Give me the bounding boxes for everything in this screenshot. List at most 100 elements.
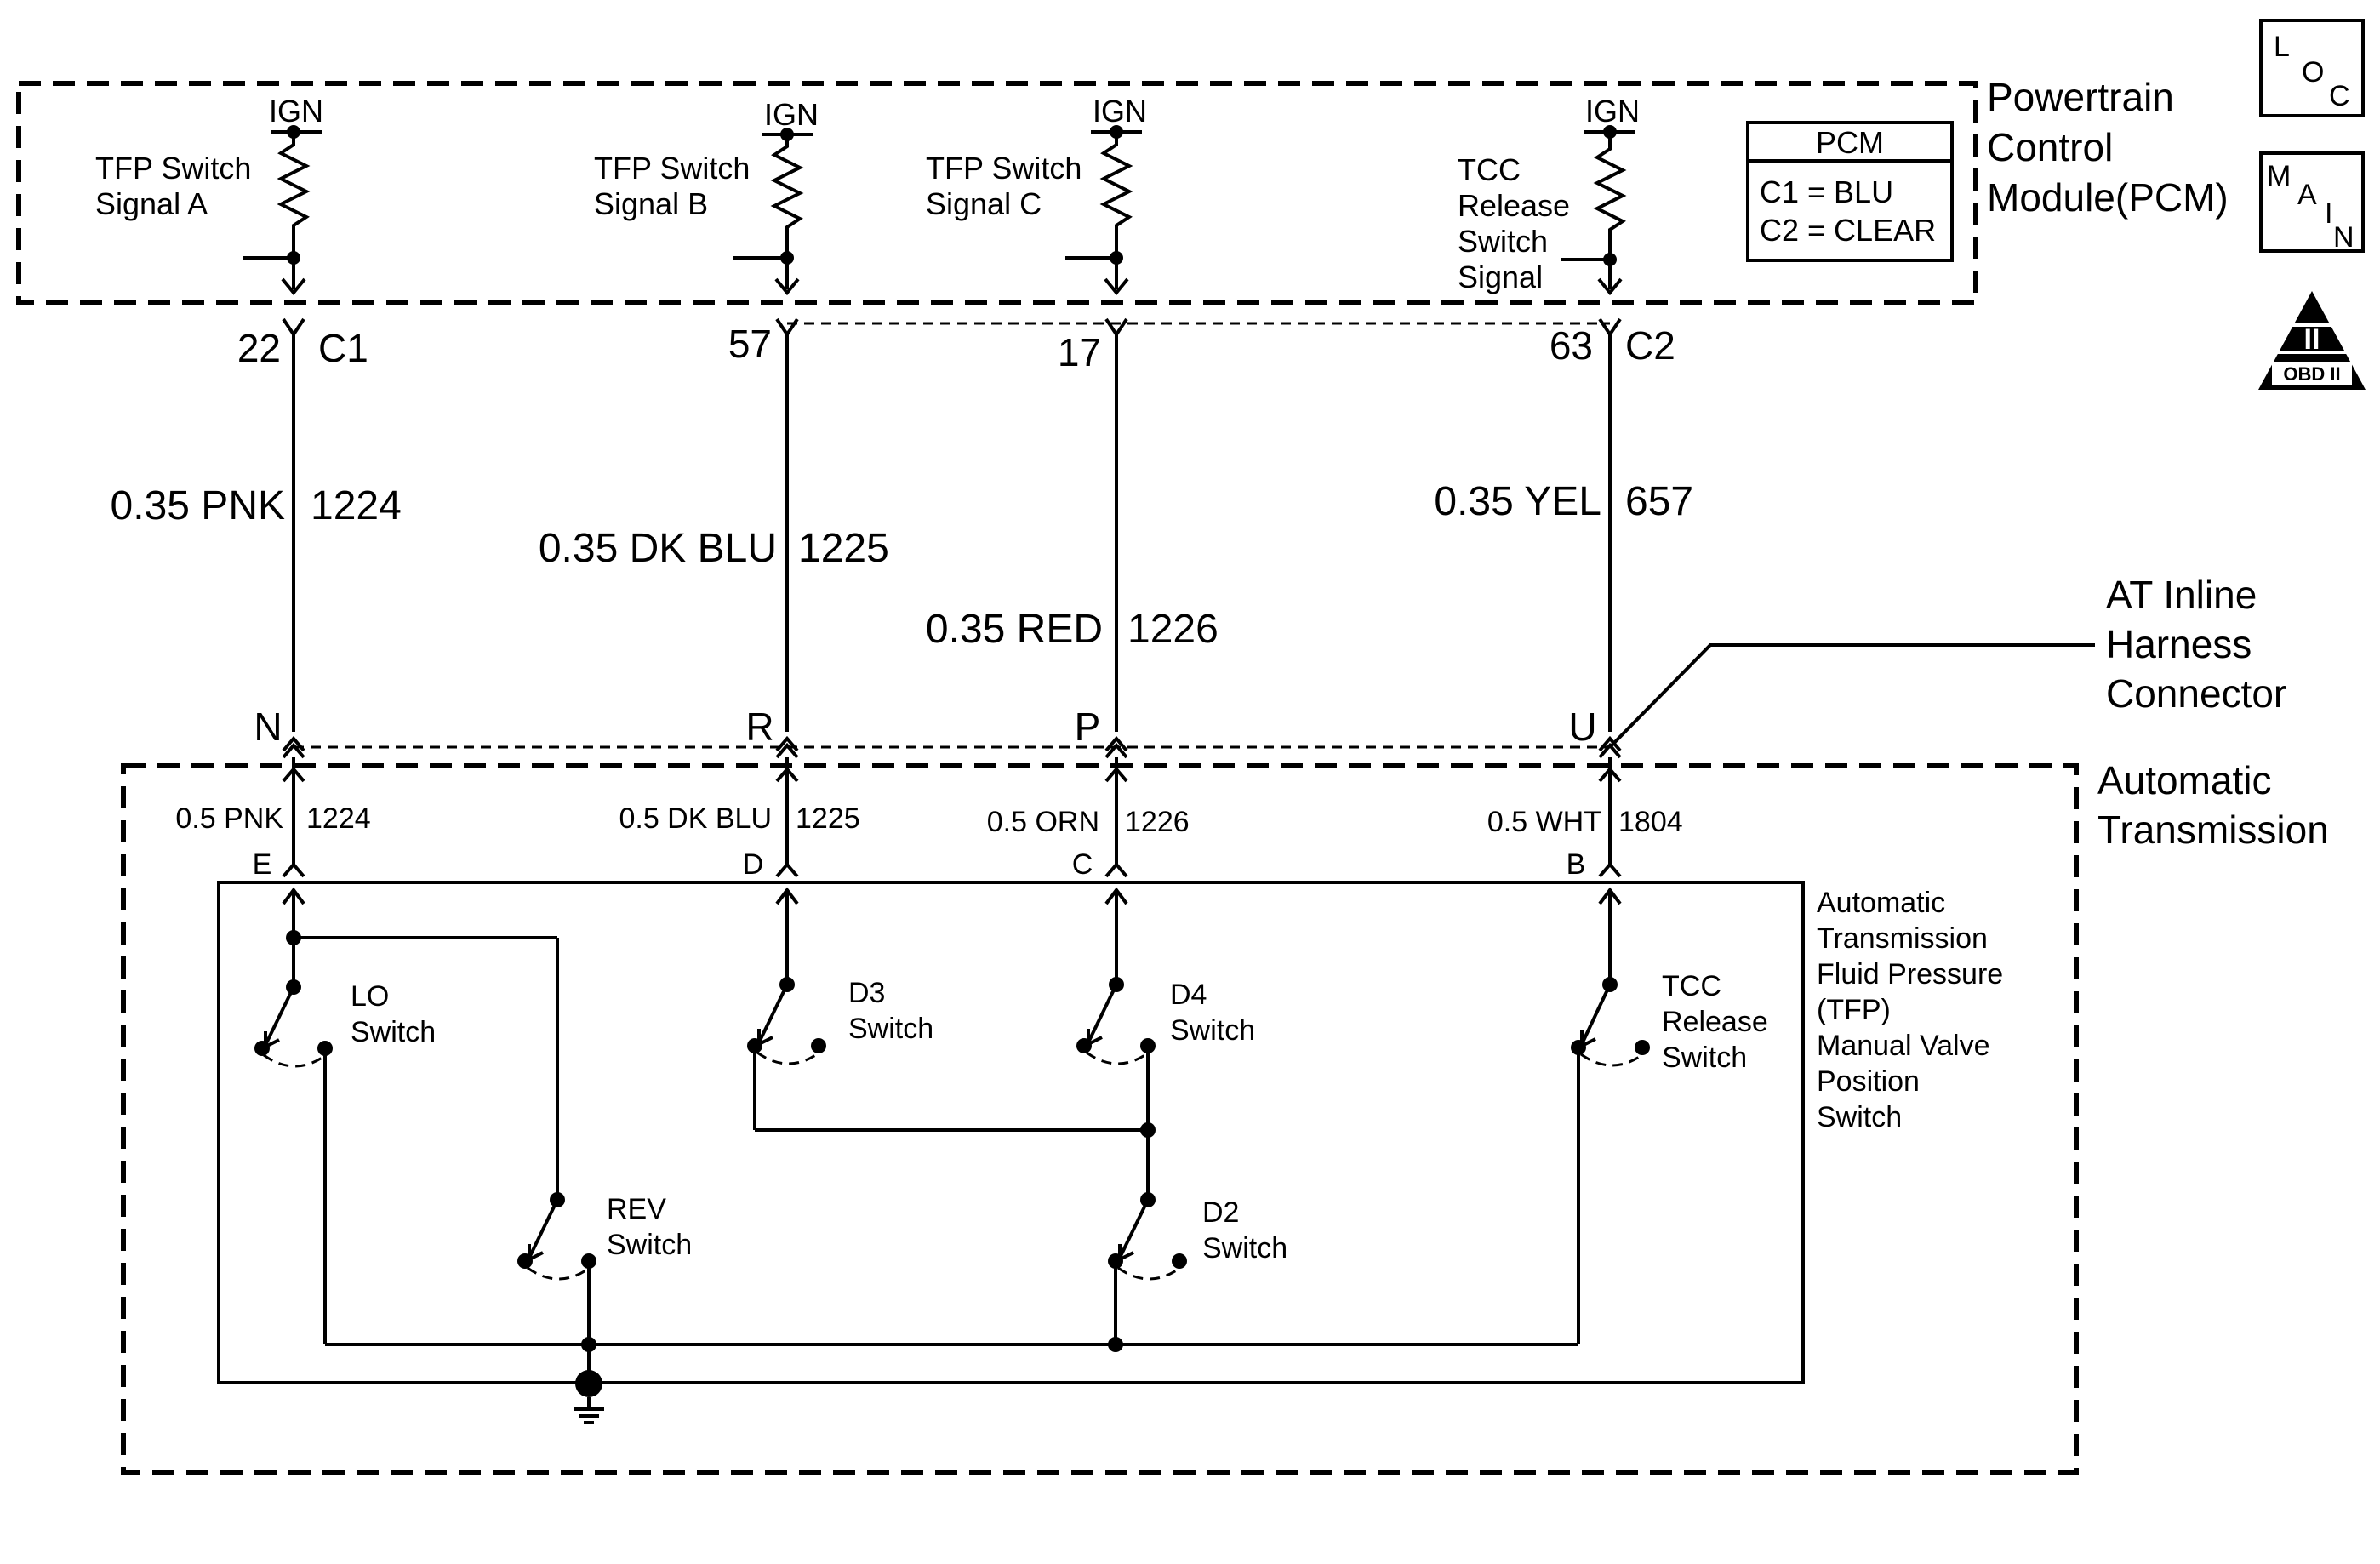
pcm-pin-17: 17 <box>1058 317 1128 732</box>
svg-text:17: 17 <box>1058 330 1101 374</box>
obd-ii-icon: II OBD II <box>2258 291 2366 390</box>
svg-text:E: E <box>253 848 272 881</box>
resistor-c <box>1099 132 1133 258</box>
pcm-pin-22: 22 C1 <box>237 317 368 732</box>
svg-text:I: I <box>2325 197 2332 230</box>
pcm-circuit-tcc: IGN TCC Release Switch Signal <box>1458 94 1640 296</box>
svg-text:C1: C1 <box>318 326 368 370</box>
svg-text:C2: C2 <box>1625 323 1675 368</box>
signal-c-line-2: Signal C <box>926 186 1042 221</box>
wire-upper-3-circuit: 1226 <box>1127 607 1219 652</box>
lower-wires <box>282 757 1622 866</box>
pcm-title-line-3: Module(PCM) <box>1987 175 2229 220</box>
resistor-b <box>770 134 804 258</box>
d3-switch-line-1: D3 <box>848 977 885 1009</box>
main-icon: M A I N <box>2259 151 2365 254</box>
rev-switch-line-2: Switch <box>607 1229 692 1261</box>
signal-a-line-1: TFP Switch <box>95 151 251 186</box>
wire-lower-3-color: 0.5 ORN <box>987 806 1099 838</box>
wire-lower-2-circuit: 1225 <box>796 802 860 835</box>
tfp-assembly-line-3: Fluid Pressure <box>1817 958 2003 990</box>
svg-text:N: N <box>254 705 282 749</box>
svg-text:A: A <box>2297 179 2317 211</box>
inline-connector-line-2: Harness <box>2106 622 2252 666</box>
d3-switch: D3 Switch <box>747 977 933 1065</box>
ign-label-tcc: IGN <box>1585 94 1640 128</box>
rev-switch: REV Switch <box>517 938 692 1281</box>
pcm-circuit-c: IGN TFP Switch Signal C <box>926 94 1147 296</box>
tcc-release-switch: TCC Release Switch <box>1571 970 1768 1074</box>
ground-bus <box>323 1047 1580 1383</box>
wire-lower-4-color: 0.5 WHT <box>1487 806 1601 838</box>
wire-upper-1-circuit: 1224 <box>311 483 402 528</box>
d3-switch-line-2: Switch <box>848 1013 933 1045</box>
svg-text:22: 22 <box>237 326 281 370</box>
ign-label-c: IGN <box>1093 94 1147 128</box>
wire-upper-3-color: 0.35 RED <box>926 607 1103 652</box>
svg-text:P: P <box>1075 705 1101 749</box>
svg-text:L: L <box>2274 31 2290 63</box>
svg-text:M: M <box>2267 160 2291 192</box>
inline-pin-p: P <box>1075 705 1128 759</box>
wire-lower-1-circuit: 1224 <box>306 802 371 835</box>
signal-tcc-line-4: Signal <box>1458 260 1543 294</box>
wire-lower-4-circuit: 1804 <box>1618 806 1683 838</box>
inline-connector-leader <box>1608 643 2095 749</box>
inline-pin-n: N <box>254 705 305 759</box>
loc-icon: L O C <box>2259 19 2365 117</box>
transmission-box <box>121 763 2079 1475</box>
pcm-title-line-2: Control <box>1987 125 2113 169</box>
pcm-table-row-c2: C2 = CLEAR <box>1760 213 1936 248</box>
svg-text:N: N <box>2333 221 2354 254</box>
svg-text:U: U <box>1568 705 1596 749</box>
wire-upper-4-circuit: 657 <box>1625 479 1693 524</box>
tfp-assembly-line-2: Transmission <box>1817 922 1988 955</box>
svg-text:63: 63 <box>1550 323 1593 368</box>
wire-upper-1-color: 0.35 PNK <box>111 483 285 528</box>
wire-lower-1-color: 0.5 PNK <box>175 802 283 835</box>
inline-connector-line-1: AT Inline <box>2106 573 2257 617</box>
signal-tcc-line-3: Switch <box>1458 224 1548 259</box>
signal-tcc-line-1: TCC <box>1458 152 1521 187</box>
pcm-circuit-b: IGN TFP Switch Signal B <box>594 97 819 296</box>
signal-c-line-1: TFP Switch <box>926 151 1082 186</box>
lo-switch: LO Switch <box>254 930 557 1068</box>
transmission-title-line-1: Automatic <box>2097 758 2272 802</box>
svg-text:II: II <box>2304 323 2320 356</box>
resistor-tcc <box>1593 132 1627 260</box>
svg-text:C: C <box>2329 80 2350 112</box>
lo-switch-line-2: Switch <box>351 1016 436 1048</box>
signal-tcc-line-2: Release <box>1458 188 1570 223</box>
ign-label-b: IGN <box>764 97 819 132</box>
pcm-table-row-c1: C1 = BLU <box>1760 174 1893 209</box>
wire-upper-4-color: 0.35 YEL <box>1434 479 1601 524</box>
inline-pin-r: R <box>745 705 799 759</box>
d4-switch-line-2: Switch <box>1170 1014 1255 1047</box>
d4-switch: D4 Switch <box>1076 977 1255 1065</box>
pcm-title-line-1: Powertrain <box>1987 75 2174 119</box>
tfp-switch-assembly <box>217 881 1805 1384</box>
tfp-assembly-line-5: Manual Valve <box>1817 1030 1990 1062</box>
tcc-switch-line-3: Switch <box>1662 1042 1747 1074</box>
tfp-assembly-line-7: Switch <box>1817 1101 1902 1133</box>
d4-switch-line-1: D4 <box>1170 979 1207 1011</box>
pcm-pin-57: 57 <box>728 317 799 732</box>
inline-pin-u: U <box>1568 705 1622 759</box>
tfp-assembly-line-1: Automatic <box>1817 887 1945 919</box>
switch-connector-pins: E D C B <box>253 848 1622 881</box>
rev-switch-line-1: REV <box>607 1193 666 1225</box>
wire-lower-2-color: 0.5 DK BLU <box>619 802 772 835</box>
svg-text:R: R <box>745 705 773 749</box>
tfp-assembly-line-6: Position <box>1817 1065 1920 1098</box>
signal-a-line-2: Signal A <box>95 186 208 221</box>
d2-switch: D2 Switch <box>753 1046 1287 1281</box>
transmission-title-line-2: Transmission <box>2097 808 2329 852</box>
pcm-table-header: PCM <box>1816 125 1884 160</box>
signal-b-line-1: TFP Switch <box>594 151 750 186</box>
tcc-switch-line-2: Release <box>1662 1006 1768 1038</box>
d2-switch-line-1: D2 <box>1202 1196 1239 1229</box>
resistor-a <box>277 132 311 258</box>
svg-text:B: B <box>1567 848 1586 881</box>
pcm-circuit-a: IGN TFP Switch Signal A <box>95 94 323 296</box>
svg-text:57: 57 <box>728 322 772 366</box>
